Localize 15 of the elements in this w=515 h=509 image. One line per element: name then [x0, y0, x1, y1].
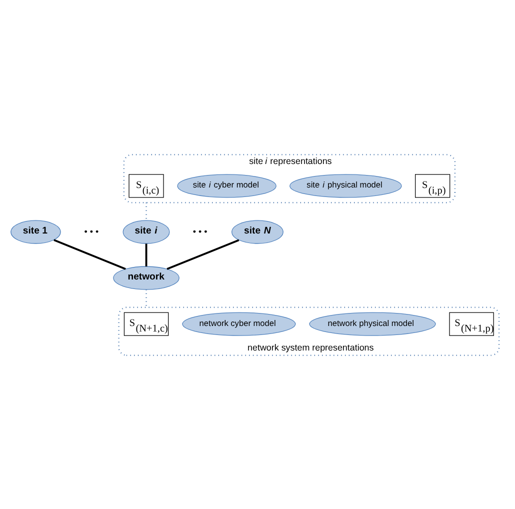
node-ellipse: site i — [122, 220, 170, 244]
node-ellipse: network physical model — [309, 312, 436, 336]
label: • • • — [84, 226, 99, 236]
node-ellipse: site i cyber model — [177, 174, 276, 198]
connector — [54, 238, 126, 270]
connector — [146, 289, 147, 307]
label: • • • — [192, 226, 208, 236]
node-ellipse: site i physical model — [290, 174, 402, 198]
node-ellipse: network — [113, 266, 180, 290]
connector — [146, 202, 147, 220]
node-ellipse: site 1 — [10, 220, 61, 244]
node-ellipse: network cyber model — [182, 312, 296, 336]
connector — [145, 243, 148, 266]
connector — [166, 238, 240, 270]
node-ellipse: site N — [232, 220, 284, 244]
